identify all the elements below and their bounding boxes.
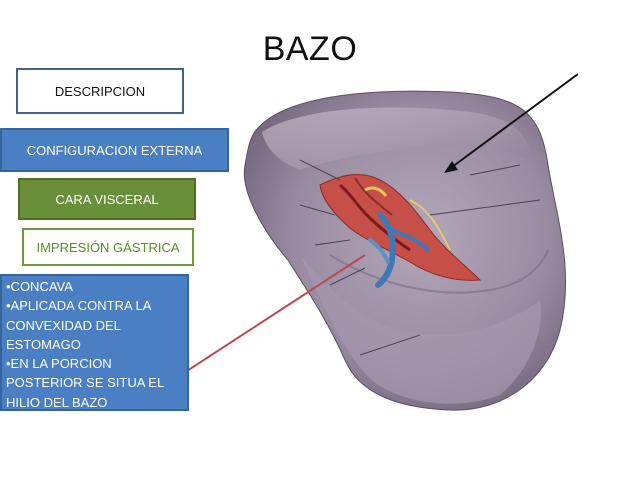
descripcion-box: DESCRIPCION: [16, 68, 184, 114]
description-line: •EN LA PORCION: [6, 356, 112, 372]
description-line: •APLICADA CONTRA LA: [6, 298, 152, 314]
description-line: HILIO DEL BAZO: [6, 394, 108, 410]
description-line: •CONCAVA: [6, 279, 73, 294]
impresion-label: IMPRESIÓN GÁSTRICA: [36, 239, 180, 255]
black-arrow-icon: [444, 73, 579, 173]
description-line: ESTOMAGO: [6, 336, 81, 352]
descripcion-label: DESCRIPCION: [54, 83, 146, 99]
hilum-vessels: [319, 174, 482, 288]
impresion-gastrica-box: IMPRESIÓN GÁSTRICA: [22, 228, 194, 266]
cara-label: CARA VISCERAL: [55, 191, 159, 207]
configuracion-label: CONFIGURACION EXTERNA: [26, 142, 203, 158]
cara-visceral-box: CARA VISCERAL: [18, 178, 196, 220]
description-text-box: •CONCAVA •APLICADA CONTRA LA CONVEXIDAD …: [0, 274, 189, 411]
configuracion-externa-box: CONFIGURACION EXTERNA: [0, 128, 229, 172]
description-line: POSTERIOR SE SITUA EL: [6, 375, 165, 391]
slide-title: BAZO: [262, 30, 358, 68]
description-line: CONVEXIDAD DEL: [6, 317, 121, 333]
red-pointer-line: [169, 254, 366, 383]
